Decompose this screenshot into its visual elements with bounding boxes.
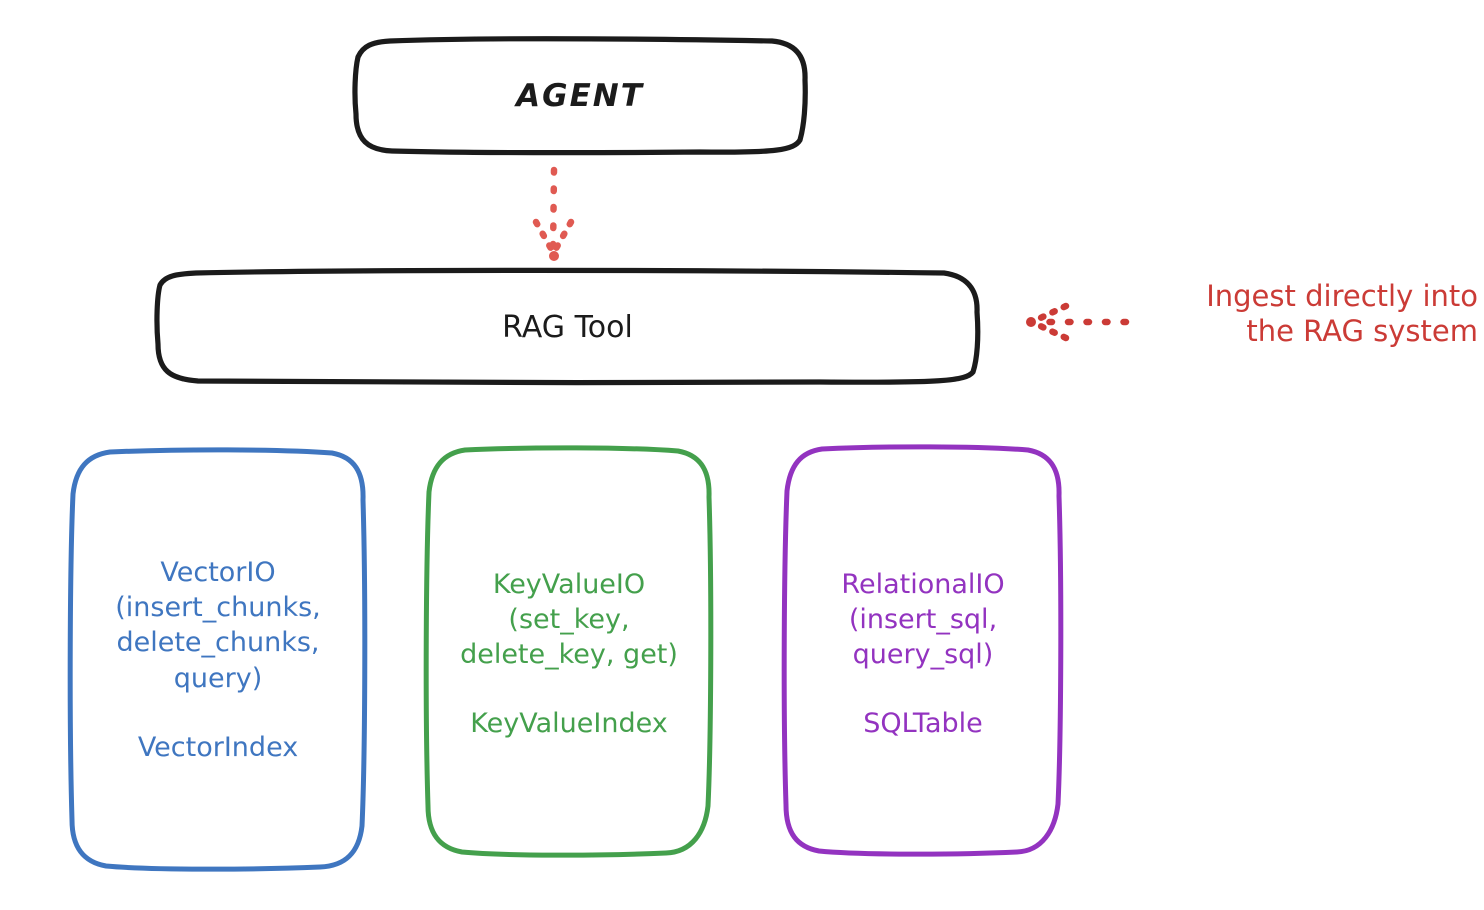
relational-io-box[interactable] [781,444,1064,857]
key-value-io-box[interactable] [423,445,714,858]
agent-to-rag-connector [532,166,575,261]
ingest-note-connector [1026,302,1130,342]
vector-io-box[interactable] [67,447,368,872]
rag-tool-box[interactable] [154,267,981,386]
agent-box[interactable] [352,36,808,156]
